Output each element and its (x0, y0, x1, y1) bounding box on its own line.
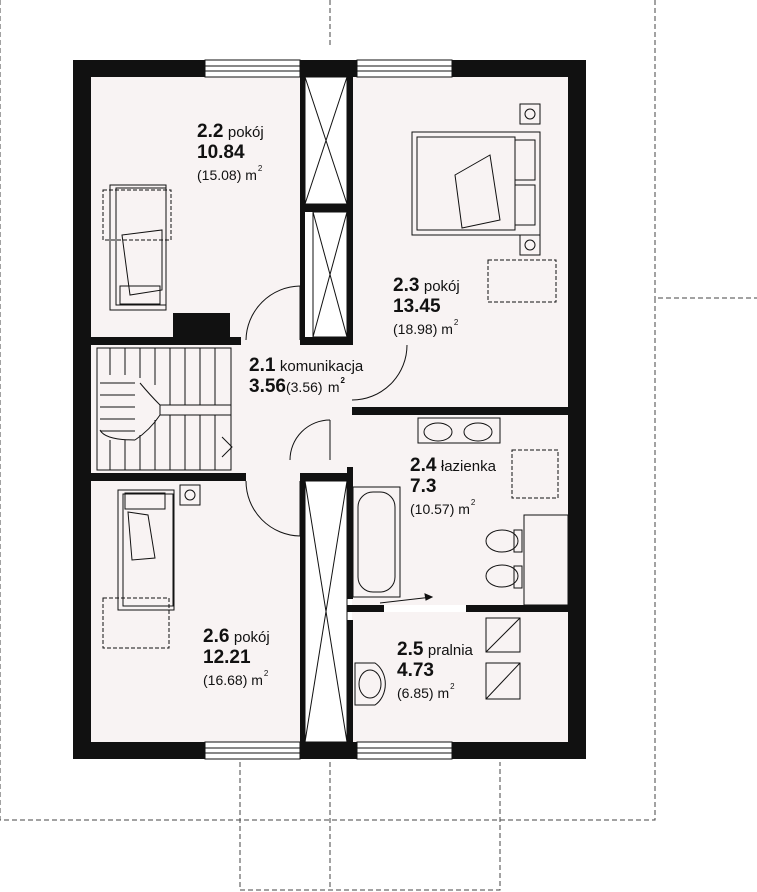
area-exponent: 2 (263, 669, 269, 678)
room-total-value: (16.68) (203, 672, 248, 688)
room-label-2-4: 2.4 łazienka 7.3 (10.57) m2 (410, 456, 496, 516)
room-label-2-3: 2.3 pokój 13.45 (18.98) m2 (393, 276, 460, 336)
room-total-value: (15.08) (197, 167, 242, 183)
area-unit: m (458, 501, 470, 517)
room-name: pokój (423, 278, 460, 295)
room-number: 2.5 (397, 639, 424, 660)
interior-walls (91, 60, 568, 759)
area-exponent: 2 (340, 376, 345, 385)
room-total-area: (18.98) m2 (393, 318, 460, 337)
room-number: 2.3 (393, 275, 420, 296)
room-area: 13.45 (393, 296, 441, 317)
room-fills (91, 77, 568, 742)
room-total-value: (3.56) (285, 379, 323, 395)
room-number: 2.1 (249, 355, 276, 376)
room-total-area: (16.68) m2 (203, 669, 270, 688)
area-unit: m (441, 321, 453, 337)
room-area: 7.3 (410, 476, 437, 497)
room-total-area: (6.85) m2 (397, 682, 473, 701)
beds (102, 131, 557, 649)
room-total-area: (15.08) m2 (197, 164, 264, 183)
room-label-2-5: 2.5 pralnia 4.73 (6.85) m2 (397, 640, 473, 700)
area-unit: m (251, 672, 263, 688)
room-name: łazienka (440, 458, 496, 475)
room-name: pralnia (427, 642, 473, 659)
room-area: 12.21 (203, 647, 251, 668)
room-total-value: (6.85) (397, 685, 434, 701)
room-area: 10.84 (197, 142, 245, 163)
room-number: 2.4 (410, 455, 437, 476)
window-glass-lines (205, 65, 452, 754)
room-area-value: 3.56 (249, 376, 286, 397)
area-unit: m (437, 685, 450, 701)
windows (204, 59, 453, 760)
room-area: 4.73 (397, 660, 434, 681)
area-unit: m (327, 379, 340, 395)
room-area: 3.56(3.56) m2 (249, 376, 363, 397)
room-name: komunikacja (279, 358, 364, 375)
room-number: 2.2 (197, 121, 224, 142)
room-name: pokój (227, 124, 264, 141)
area-exponent: 2 (257, 164, 263, 173)
doors (245, 285, 408, 537)
area-exponent: 2 (453, 318, 459, 327)
room-total-value: (10.57) (410, 501, 455, 517)
area-exponent: 2 (470, 498, 476, 507)
room-label-2-1: 2.1 komunikacja 3.56(3.56) m2 (249, 356, 363, 396)
area-exponent: 2 (450, 682, 455, 691)
room-label-2-2: 2.2 pokój 10.84 (15.08) m2 (197, 122, 264, 182)
direction-arrow-icon (379, 593, 434, 604)
staircase (96, 347, 233, 471)
wardrobes (304, 76, 348, 743)
room-number: 2.6 (203, 626, 230, 647)
fixtures (179, 103, 569, 706)
room-name: pokój (233, 629, 270, 646)
room-total-value: (18.98) (393, 321, 438, 337)
room-total-area: (10.57) m2 (410, 498, 496, 517)
room-label-2-6: 2.6 pokój 12.21 (16.68) m2 (203, 627, 270, 687)
area-unit: m (245, 167, 257, 183)
